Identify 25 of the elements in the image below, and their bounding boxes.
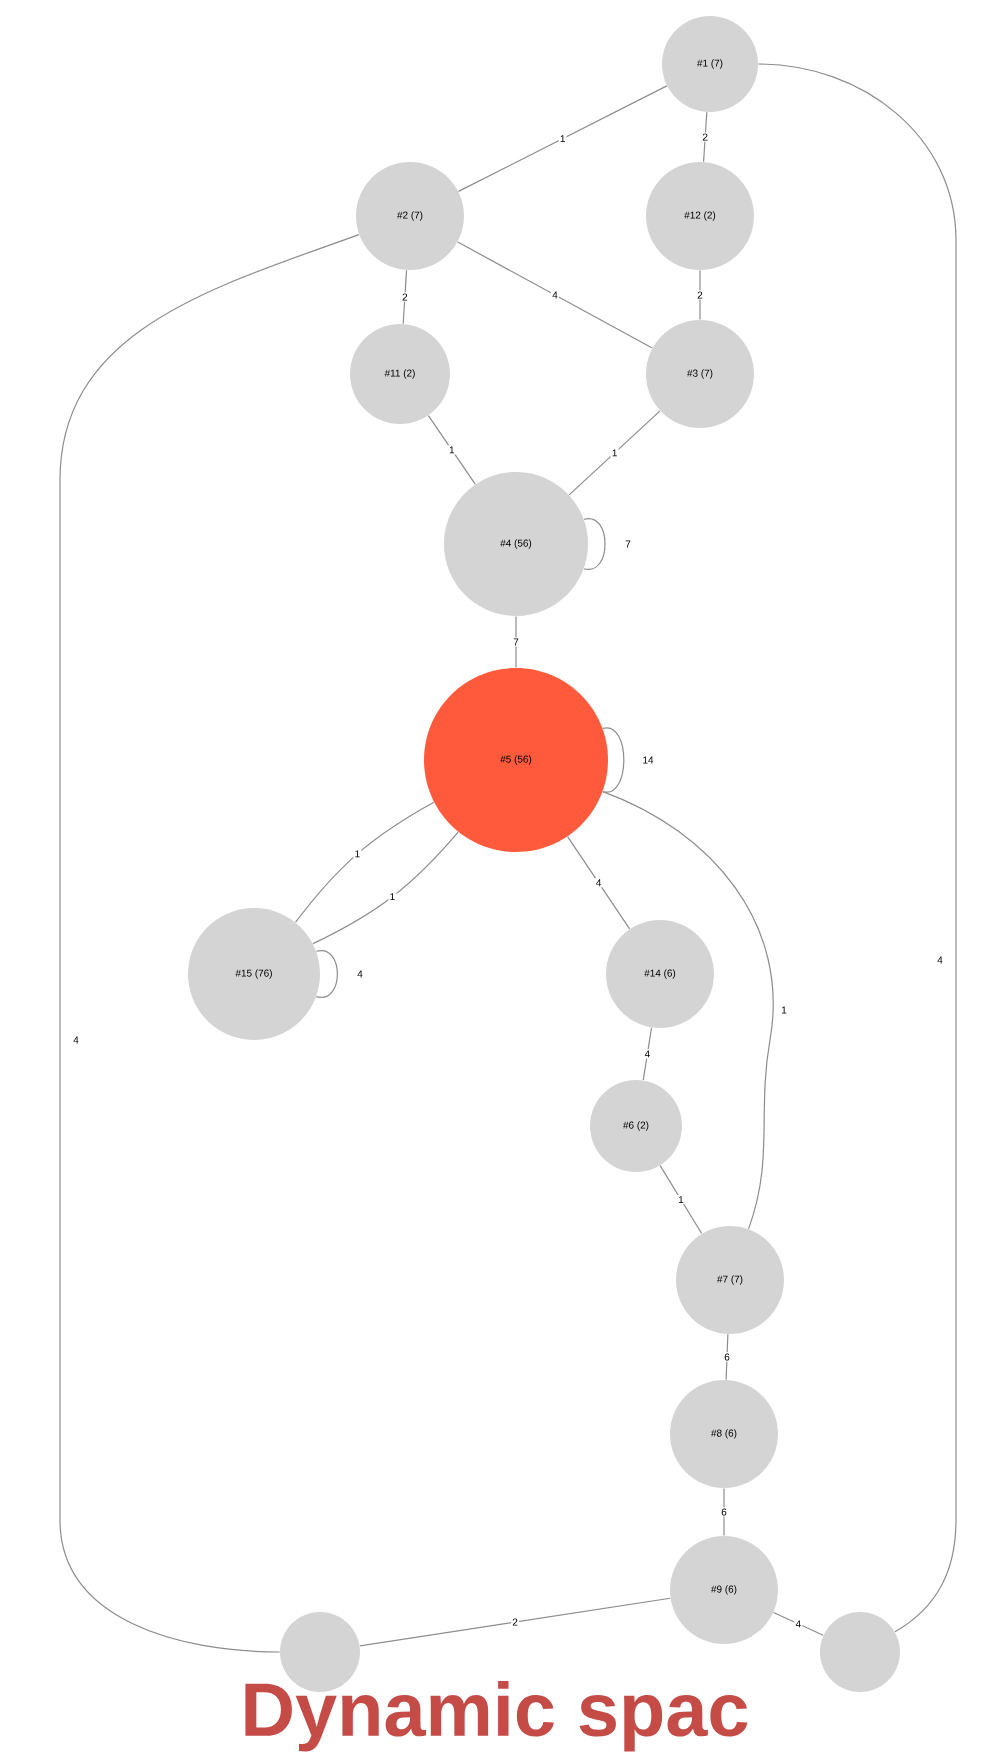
edge-line: [359, 1597, 671, 1647]
edge-line: [725, 1333, 729, 1381]
node-circle: [820, 1612, 900, 1692]
edge-line: [312, 831, 459, 945]
edge-line: [402, 269, 408, 325]
edge-line: [583, 518, 606, 570]
edge-line: [602, 727, 625, 793]
edge-line: [757, 63, 957, 1633]
edge-line: [642, 1027, 653, 1081]
edge-line: [659, 1165, 703, 1235]
edge-line: [515, 615, 517, 669]
edge-line: [457, 241, 653, 349]
edge-line: [602, 791, 774, 1230]
edge-line: [59, 234, 360, 1653]
edge-line: [702, 111, 708, 163]
edge-line: [699, 269, 701, 321]
edge-line: [772, 1611, 824, 1636]
edge-line: [315, 950, 338, 998]
edge-line: [723, 1487, 725, 1537]
title: Dynamic spac: [245, 1681, 748, 1752]
edge-line: [294, 801, 435, 923]
edge-line: [457, 85, 668, 192]
edge-line: [568, 410, 661, 496]
edge-line: [427, 415, 476, 485]
edge-line: [567, 836, 631, 930]
